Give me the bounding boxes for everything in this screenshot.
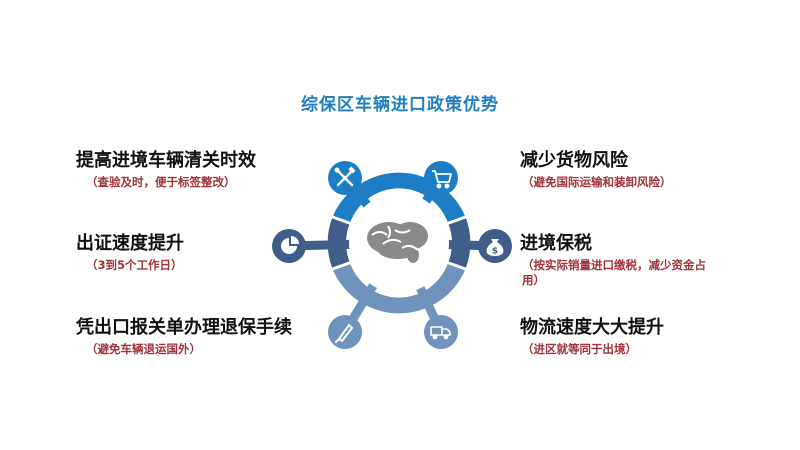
- benefit-title: 凭出口报关单办理退保手续: [76, 317, 292, 338]
- ring-segment-bottom: [332, 263, 466, 314]
- benefit-item-right-3: 物流速度大大提升 （进区就等同于出境）: [520, 317, 664, 357]
- tools-icon: [334, 166, 356, 187]
- page-title: 综保区车辆进口政策优势: [301, 95, 499, 115]
- benefit-item-right-2: 进境保税 （按实际销量进口缴税，减少资金占用）: [520, 233, 710, 288]
- benefit-title: 进境保税: [520, 233, 592, 254]
- ring-segment-left: [327, 217, 350, 269]
- benefit-item-left-1: 提高进境车辆清关时效 （查验及时，便于标签整改）: [76, 150, 256, 190]
- benefit-subtitle: （进区就等同于出境）: [522, 342, 637, 356]
- benefit-subtitle: （查验及时，便于标签整改）: [86, 175, 236, 189]
- benefit-title: 提高进境车辆清关时效: [76, 150, 256, 171]
- brain-icon: [367, 222, 428, 263]
- benefit-title: 出证速度提升: [76, 233, 184, 254]
- benefit-subtitle: （避免车辆退运国外）: [86, 342, 201, 356]
- ring-segment-right: [448, 217, 471, 269]
- cart-icon: [432, 170, 452, 189]
- pie-chart-icon: [281, 236, 299, 254]
- pen-icon: [335, 323, 354, 343]
- benefit-item-left-3: 凭出口报关单办理退保手续 （避免车辆退运国外）: [76, 317, 292, 357]
- benefit-item-right-1: 减少货物风险 （避免国际运输和装卸风险）: [520, 150, 672, 190]
- benefit-title: 物流速度大大提升: [520, 317, 664, 338]
- benefit-subtitle: （按实际销量进口缴税，减少资金占用）: [522, 258, 706, 287]
- node-bottom-right: [424, 315, 458, 349]
- svg-text:$: $: [492, 247, 498, 257]
- benefit-item-left-2: 出证速度提升 （3到5个工作日）: [76, 233, 184, 273]
- money-bag-icon: $: [486, 239, 504, 257]
- node-top-right: [424, 161, 458, 195]
- benefit-subtitle: （3到5个工作日）: [86, 258, 183, 272]
- benefit-title: 减少货物风险: [520, 150, 628, 171]
- truck-icon: [430, 326, 451, 340]
- benefit-subtitle: （避免国际运输和装卸风险）: [522, 175, 672, 189]
